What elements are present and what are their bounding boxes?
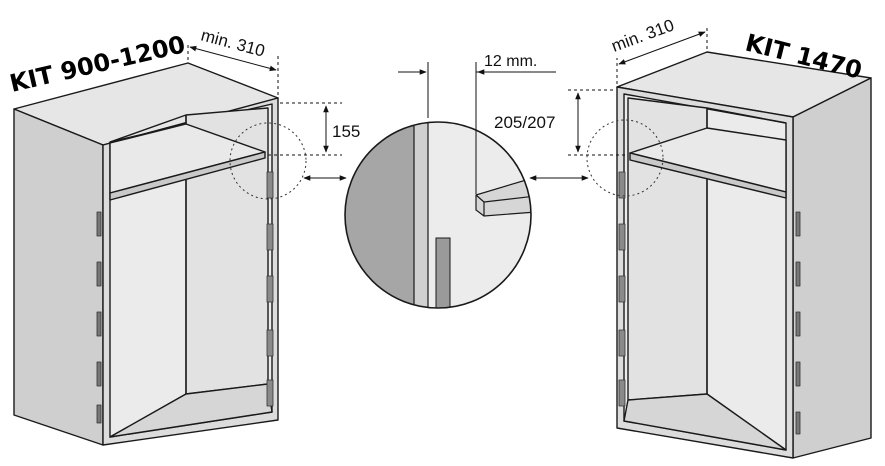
right-side-slots (795, 211, 801, 435)
left-front-slots (266, 171, 274, 407)
left-depth-label: min. 310 (199, 26, 267, 61)
left-zoom-circle (229, 122, 307, 200)
right-front-slots (618, 171, 626, 407)
right-depth-label: min. 310 (609, 16, 677, 56)
left-height-dimension (268, 102, 342, 156)
right-depth-dimension (616, 26, 708, 84)
right-height-dimension (568, 89, 628, 156)
right-height-label: 205/207 (494, 113, 555, 132)
gap-label: 12 mm. (484, 53, 537, 70)
detail-zoom (344, 121, 532, 309)
right-zoom-circle (586, 119, 664, 197)
left-cabinet (13, 62, 279, 446)
right-cabinet-side (792, 77, 872, 459)
left-height-label: 155 (332, 122, 360, 141)
right-cabinet (616, 51, 872, 459)
left-cabinet-side (13, 108, 104, 446)
left-depth-dimension (187, 43, 279, 95)
gap-dimension (398, 62, 556, 194)
left-side-slots (96, 211, 102, 424)
